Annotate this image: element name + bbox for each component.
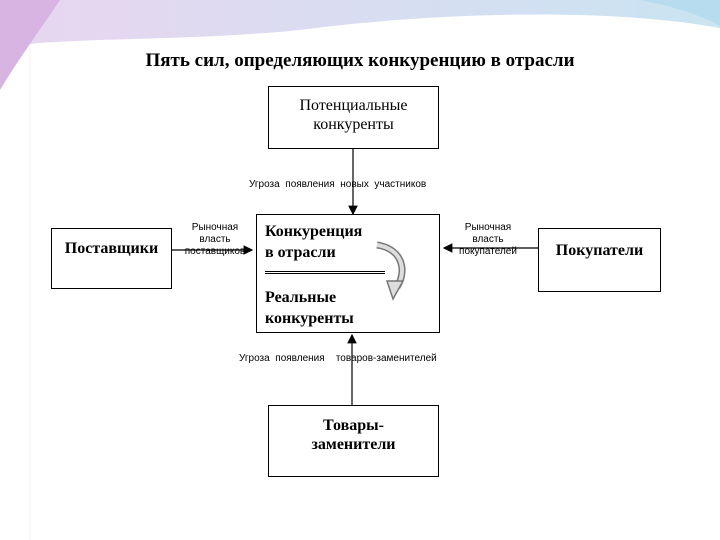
node-buyers-label: Покупатели xyxy=(555,242,644,259)
node-suppliers-label: Поставщики xyxy=(64,240,159,257)
node-substitutes-line1: Товары- xyxy=(323,417,384,434)
edge-label-buyer-power: Рыночная власть покупателей xyxy=(459,222,517,257)
node-industry-rivalry: Конкуренция в отрасли Реальные конкурент… xyxy=(256,214,440,333)
node-center-line1: Конкуренция xyxy=(265,223,363,240)
node-potential-line2: конкуренты xyxy=(313,116,394,133)
node-potential-line1: Потенциальные xyxy=(299,97,408,114)
node-suppliers: Поставщики xyxy=(51,228,172,289)
node-center-line3: Реальные xyxy=(265,289,337,306)
node-potential-entrants: Потенциальные конкуренты xyxy=(268,86,439,149)
edge-label-substitutes-threat: Угроза появления товаров-заменителей xyxy=(239,353,437,364)
node-center-line2: в отрасли xyxy=(265,244,336,261)
diagram-title: Пять сил, определяющих конкуренцию в отр… xyxy=(145,50,575,71)
rivalry-cycle-icon xyxy=(376,241,406,301)
edge-label-new-entrants: Угроза появления новых участников xyxy=(249,179,427,190)
node-buyers: Покупатели xyxy=(538,228,661,292)
edge-label-supplier-power: Рыночная власть поставщиков xyxy=(184,222,246,257)
node-center-line4: конкуренты xyxy=(265,310,354,327)
node-substitutes-line2: заменители xyxy=(311,436,396,453)
double-rule xyxy=(265,271,385,274)
node-substitutes: Товары- заменители xyxy=(268,405,439,477)
